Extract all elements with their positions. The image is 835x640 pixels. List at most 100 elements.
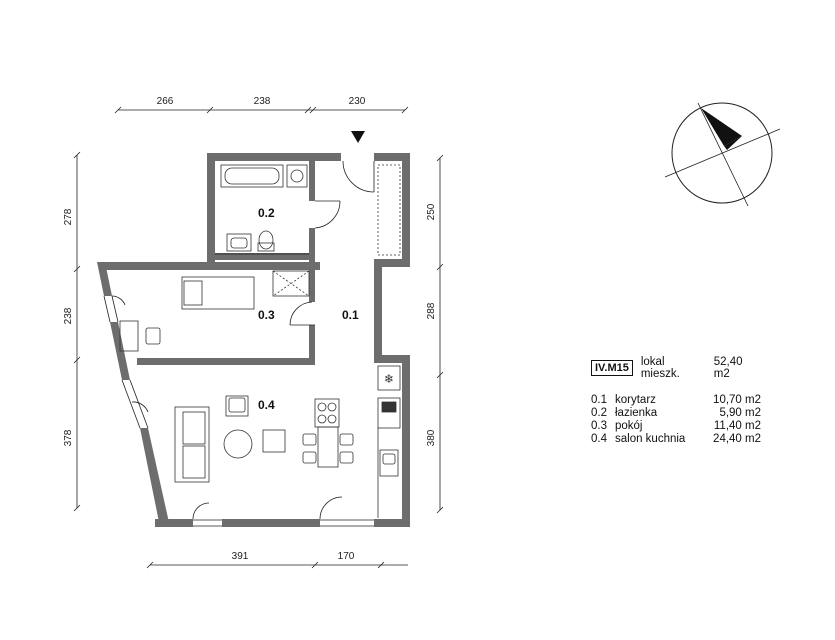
north-arrow-icon — [664, 102, 781, 207]
wall-bathroom-right-lower — [309, 228, 315, 262]
toilet-tank — [257, 242, 275, 252]
walls — [97, 153, 410, 527]
bathtub — [220, 164, 284, 188]
wall-bedroom-right-lower — [309, 325, 315, 365]
room-name: łazienka — [615, 407, 658, 419]
wall-bedroom-bottom — [137, 358, 315, 365]
dim-bottom-2: 170 — [338, 551, 355, 562]
dim-top-3: 230 — [349, 96, 366, 107]
door-bedroom-arc — [289, 301, 313, 326]
dim-bottom-1: 391 — [232, 551, 249, 562]
total-label: lokal mieszk. — [640, 356, 680, 380]
dim-left-1: 278 — [63, 208, 74, 225]
oven — [377, 397, 401, 429]
dim-right-2: 288 — [426, 302, 437, 319]
dimension-labels: 266 238 230 278 238 378 250 288 380 391 … — [63, 96, 437, 562]
legend: IV.M15 lokal mieszk. 52,40 m2 0.1 koryta… — [591, 356, 761, 446]
room-label-0-2: 0.2 — [258, 206, 275, 220]
fridge-snowflake-icon: ❄ — [384, 372, 394, 386]
wall-bedroom-right-upper — [309, 262, 315, 302]
wall-bathroom-top — [207, 153, 341, 161]
dim-right-3: 380 — [426, 429, 437, 446]
door-balcony-4-arc — [319, 496, 343, 520]
dining-chair — [339, 451, 354, 464]
wall-bathroom-right-upper — [309, 161, 315, 201]
total-area: 52,40 m2 — [713, 356, 743, 380]
coffee-table — [223, 429, 253, 459]
dining-chair — [302, 451, 317, 464]
door-entrance-arc — [342, 160, 375, 193]
bed — [181, 276, 255, 310]
room-number: 0.4 — [591, 433, 607, 445]
room-labels: 0.2 0.3 0.1 0.4 — [258, 206, 359, 412]
room-number: 0.3 — [591, 420, 607, 432]
legend-row: 0.2 łazienka 5,90 m2 — [591, 407, 761, 420]
bed-pillow — [183, 280, 203, 306]
door-balcony-3-arc — [192, 502, 210, 520]
pouf — [262, 429, 286, 453]
door-bathroom-arc — [314, 200, 341, 229]
room-label-0-1: 0.1 — [342, 308, 359, 322]
bathroom-sink — [226, 233, 252, 252]
room-area: 5,90 m2 — [719, 407, 761, 419]
dimension-lines — [73, 106, 444, 569]
wardrobe — [272, 270, 310, 297]
corridor-wardrobe — [377, 164, 401, 256]
wall-facade-3 — [140, 428, 170, 527]
wall-corridor-step — [374, 259, 410, 267]
wall-corridor-right-mid — [374, 259, 382, 363]
room-name: korytarz — [615, 394, 656, 406]
room-area: 24,40 m2 — [713, 433, 761, 445]
dining-table — [317, 426, 339, 468]
armchair — [225, 395, 249, 417]
door-balcony-2-arc — [131, 401, 149, 413]
unit-code: IV.M15 — [591, 360, 633, 376]
dim-top-2: 238 — [254, 96, 271, 107]
desk — [119, 320, 139, 352]
door-balcony-1-arc — [111, 295, 126, 306]
room-label-0-3: 0.3 — [258, 308, 275, 322]
kitchen-sink — [379, 449, 399, 477]
legend-header: IV.M15 lokal mieszk. 52,40 m2 — [591, 356, 761, 380]
dim-left-2: 238 — [63, 307, 74, 324]
desk-chair — [145, 327, 161, 345]
doors — [111, 160, 375, 520]
washing-machine — [286, 164, 308, 188]
legend-row: 0.4 salon kuchnia 24,40 m2 — [591, 433, 761, 446]
cooktop — [314, 398, 340, 428]
room-name: salon kuchnia — [615, 433, 686, 445]
dim-left-3: 378 — [63, 429, 74, 446]
wall-corridor-top — [374, 153, 410, 161]
legend-row: 0.3 pokój 11,40 m2 — [591, 420, 761, 433]
furniture — [119, 164, 401, 518]
wall-corridor-right-upper — [402, 153, 410, 267]
bathroom-sink-basin — [230, 237, 248, 249]
fridge — [377, 365, 401, 391]
sofa — [174, 406, 210, 483]
windows — [103, 253, 374, 527]
dining-chair — [339, 433, 354, 446]
washing-machine-drum — [290, 169, 304, 183]
room-area: 11,40 m2 — [713, 420, 761, 432]
wall-kitchen-step — [374, 355, 410, 363]
toilet-bowl — [258, 230, 274, 250]
wall-bedroom-top — [97, 262, 320, 270]
oven-window — [381, 401, 397, 413]
room-label-0-4: 0.4 — [258, 398, 275, 412]
wall-bathroom-left — [207, 153, 215, 264]
entrance-marker-icon — [351, 131, 365, 143]
room-area: 10,70 m2 — [713, 394, 761, 406]
room-name: pokój — [615, 420, 643, 432]
wall-bathroom-bottom — [215, 253, 309, 260]
wall-bottom-3 — [374, 519, 410, 527]
room-number: 0.1 — [591, 394, 607, 406]
legend-row: 0.1 korytarz 10,70 m2 — [591, 394, 761, 407]
wall-bottom-1 — [155, 519, 193, 527]
wall-kitchen-right — [402, 355, 410, 527]
bathtub-inner — [224, 167, 280, 185]
dim-top-1: 266 — [157, 96, 174, 107]
room-number: 0.2 — [591, 407, 607, 419]
dining-chair — [302, 433, 317, 446]
dim-right-1: 250 — [426, 203, 437, 220]
